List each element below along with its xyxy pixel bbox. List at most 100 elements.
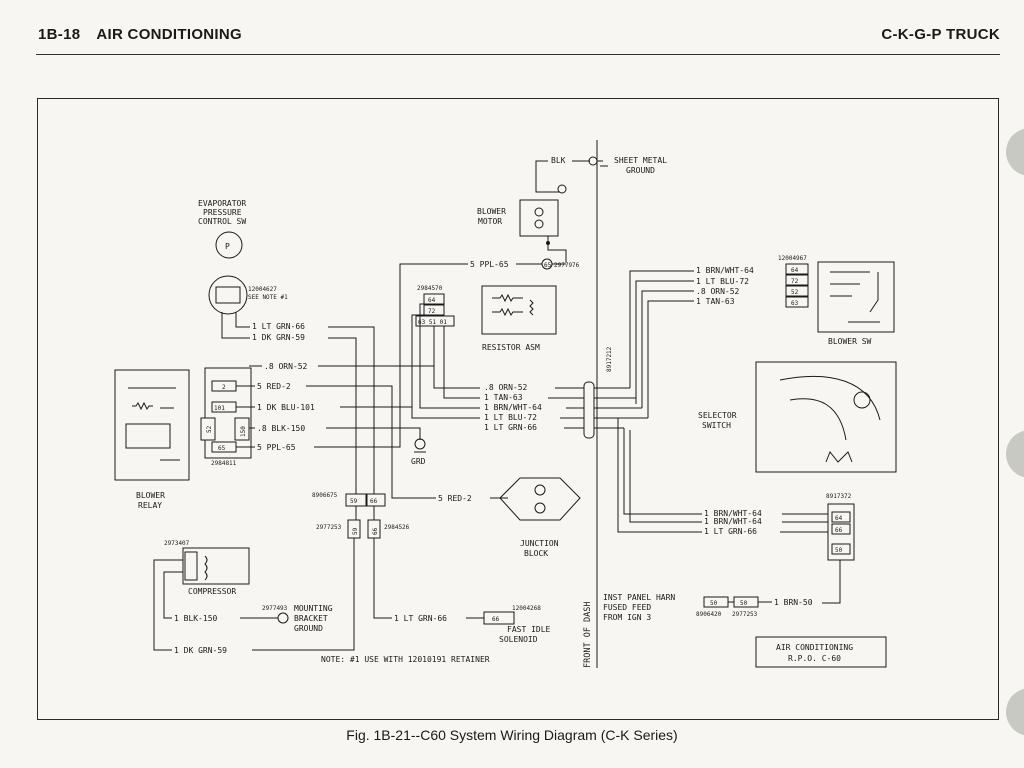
bsw-connector-64 xyxy=(785,263,809,275)
junction-block-icon xyxy=(499,477,581,521)
rpo-label-1: AIR CONDITIONING xyxy=(776,643,853,652)
wire-tan63-feed xyxy=(443,326,480,399)
resistor-element xyxy=(529,299,534,316)
switch-wiper xyxy=(869,272,879,313)
connector-64 xyxy=(423,293,445,305)
compressor-label: COMPRESSOR xyxy=(188,587,236,596)
wire-comp-dkgrn xyxy=(153,559,183,651)
part-number: 8917212 xyxy=(606,346,613,372)
relay-connector-2-label: 2 xyxy=(222,384,226,391)
part-number: 8906675 xyxy=(312,492,338,499)
resistor-element xyxy=(492,293,523,303)
connector-64-label: 64 xyxy=(428,297,436,304)
blower-relay-label-1: BLOWER xyxy=(136,491,165,500)
wire-brn50-label: 1 BRN-50 xyxy=(774,598,813,607)
motor-coil xyxy=(534,207,544,217)
wire-dkgrn59-label: 1 DK GRN-59 xyxy=(252,333,305,342)
blower-relay-label-2: RELAY xyxy=(138,501,162,510)
wire-red2 xyxy=(306,385,436,499)
ground-terminal-icon xyxy=(277,612,289,624)
fi-connector-66-label: 66 xyxy=(492,616,500,623)
bsw-connector-72 xyxy=(785,274,809,286)
grd-label: GRD xyxy=(411,457,426,466)
resistor-part-number: 2984570 xyxy=(417,285,443,292)
inst-panel-label-1: INST PANEL HARN xyxy=(603,593,675,602)
wire-red2b-label: 5 RED-2 xyxy=(438,494,472,503)
sel-connector-66-label: 66 xyxy=(835,527,843,534)
mid-connector-66 xyxy=(366,493,386,507)
relay-connector-body xyxy=(204,367,252,459)
resistor-assembly-icon xyxy=(481,285,557,335)
series-title: C-K-G-P TRUCK xyxy=(881,26,1000,43)
wire-red2-label: 5 RED-2 xyxy=(257,382,291,391)
selector-label-1: SELECTOR xyxy=(698,411,737,420)
bsw-tan63-label: 1 TAN-63 xyxy=(696,297,735,306)
ground-terminal-icon xyxy=(588,156,598,166)
relay-connector-150 xyxy=(234,417,250,441)
wire-ppl65b-label: 5 PPL-65 xyxy=(257,443,296,452)
diagram-frame xyxy=(37,98,999,720)
sel-connector-64-label: 64 xyxy=(835,515,843,522)
ip-connector-50b-label: 50 xyxy=(740,600,748,607)
inst-panel-label-2: FUSED FEED xyxy=(603,603,651,612)
relay-body xyxy=(125,423,171,449)
dash-orn52-label: .8 ORN-52 xyxy=(484,383,528,392)
mounting-label-3: GROUND xyxy=(294,624,323,633)
evap-sw-label-3: CONTROL SW xyxy=(198,217,246,226)
wire-evap-2 xyxy=(221,312,250,339)
rpo-box xyxy=(755,636,887,668)
page-number: 1B-18 xyxy=(38,26,81,43)
blower-relay-icon xyxy=(114,369,190,481)
binder-tab xyxy=(1006,688,1024,736)
dash-ltgrn66-label: 1 LT GRN-66 xyxy=(484,423,537,432)
mid-connector-66b-label: 66 xyxy=(372,527,379,535)
wire-blk150-label: .8 BLK-150 xyxy=(257,424,305,433)
wire-comp-dkgrn59 xyxy=(252,538,355,651)
rpo-label-2: R.P.O. C-60 xyxy=(788,654,841,663)
diagram-note: NOTE: #1 USE WITH 12010191 RETAINER xyxy=(321,655,490,664)
bsw-connector-63 xyxy=(785,296,809,308)
fi-ltgrn66-label: 1 LT GRN-66 xyxy=(394,614,447,623)
bsw-connector-52 xyxy=(785,285,809,297)
fuse-terminal xyxy=(534,502,546,514)
relay-connector-52-label: 52 xyxy=(206,425,213,433)
blower-ground-terminal xyxy=(557,184,567,194)
selector-part-number: 8917372 xyxy=(826,493,852,500)
sheet-metal-ground-label-1: SHEET METAL xyxy=(614,156,667,165)
sel-connector-50-label: 50 xyxy=(835,547,843,554)
wire-sel-ltgrn66 xyxy=(617,418,702,533)
blower-sw-part-number: 12004967 xyxy=(778,255,807,262)
relay-connector-52 xyxy=(200,417,216,441)
wire-fi-ltgrn xyxy=(373,538,392,619)
part-number: 2984526 xyxy=(384,524,410,531)
mounting-part-number: 2977493 xyxy=(262,605,288,612)
wire-bsw-tan63 xyxy=(647,300,694,418)
wire-ppl65-label: 5 PPL-65 xyxy=(470,260,509,269)
part-number: 2977253 xyxy=(732,611,758,618)
junction-block-label-1: JUNCTION xyxy=(520,539,559,548)
wire-comp-blk xyxy=(163,571,183,619)
fuse-terminal xyxy=(534,484,546,496)
resistor-element xyxy=(492,307,523,317)
pressure-switch-glyph: P xyxy=(225,242,230,251)
wire-dkgrn59 xyxy=(328,337,357,495)
wire-orn52-feed xyxy=(433,326,480,389)
resistor-asm-label: RESISTOR ASM xyxy=(482,343,540,352)
wire-dkblu101-label: 1 DK BLU-101 xyxy=(257,403,315,412)
mid-connector-59-label: 59 xyxy=(350,498,358,505)
part-number: 2977253 xyxy=(316,524,342,531)
evap-sw-label-2: PRESSURE xyxy=(203,208,242,217)
evap-sw-label-1: EVAPORATOR xyxy=(198,199,246,208)
connector-63-51-01 xyxy=(415,315,455,327)
blower-motor-label-2: MOTOR xyxy=(478,217,502,226)
switch-connector-body xyxy=(215,286,241,304)
mounting-label-2: BRACKET xyxy=(294,614,328,623)
wire-ltgrn66 xyxy=(328,326,375,495)
comp-blk150-label: 1 BLK-150 xyxy=(174,614,218,623)
compressor-icon xyxy=(182,547,250,585)
blower-motor-label-1: BLOWER xyxy=(477,207,506,216)
relay-part-number: 2984811 xyxy=(211,460,237,467)
sel-connector-50 xyxy=(831,543,851,555)
part-number: 2977976 xyxy=(554,262,580,269)
binder-tab xyxy=(1006,430,1024,478)
